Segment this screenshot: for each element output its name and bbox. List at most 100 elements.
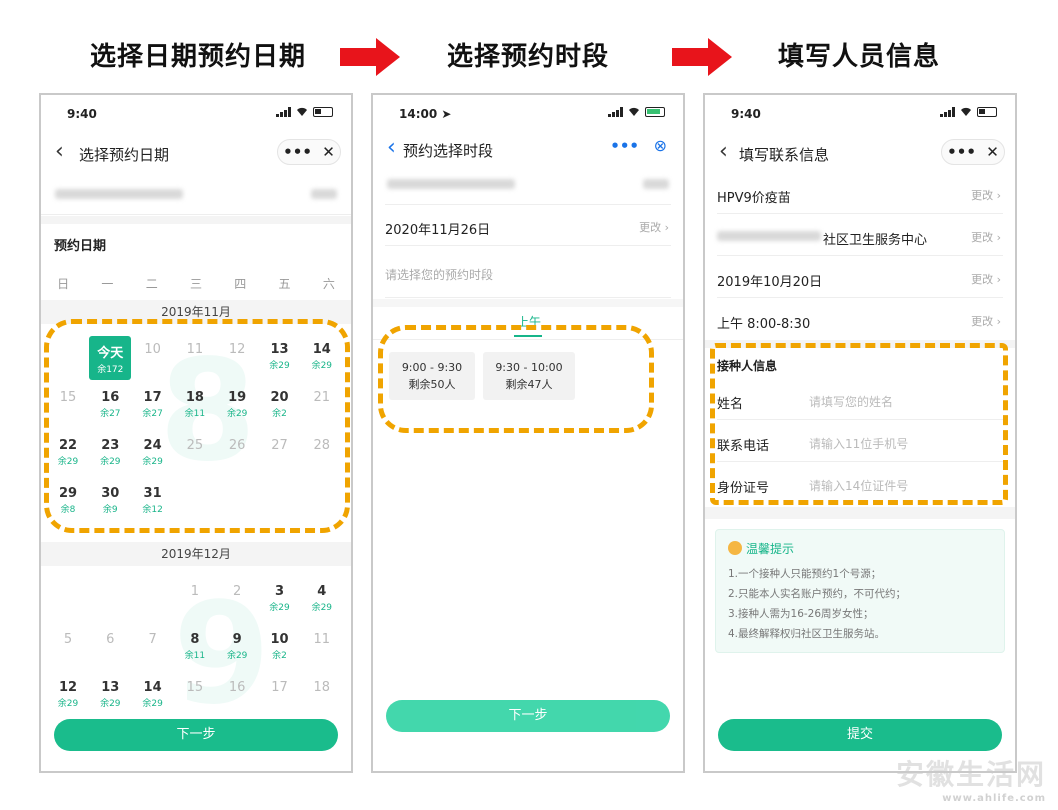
- change-link[interactable]: 更改 ›: [971, 189, 1001, 202]
- day-number: 26: [228, 438, 246, 453]
- status-bar: 9:40: [41, 103, 351, 125]
- date-row[interactable]: 2019年10月20日 更改 ›: [717, 257, 1003, 298]
- calendar-day: 21: [301, 384, 343, 428]
- remaining-count: 余29: [57, 457, 79, 467]
- change-link[interactable]: 更改 ›: [971, 231, 1001, 244]
- change-link[interactable]: 更改 ›: [971, 273, 1001, 286]
- day-number: 11: [186, 342, 204, 357]
- back-icon[interactable]: ‹: [719, 139, 728, 164]
- time-slot[interactable]: 9:30 - 10:00 剩余47人: [483, 352, 575, 400]
- date-row[interactable]: 2020年11月26日 更改 ›: [385, 205, 671, 246]
- vaccine-name: HPV9价疫苗: [717, 191, 791, 206]
- more-icon[interactable]: •••: [947, 143, 976, 161]
- day-number: 13: [270, 342, 289, 357]
- id-input[interactable]: 请输入14位证件号: [809, 479, 909, 493]
- signal-icon: [608, 107, 623, 117]
- day-number: 23: [101, 438, 120, 453]
- calendar-day-today[interactable]: 今天余172: [89, 336, 132, 380]
- miniapp-capsule: ••• ✕: [277, 139, 341, 165]
- day-number: 19: [228, 390, 247, 405]
- calendar-day: 5: [47, 626, 89, 670]
- remaining-count: 余11: [184, 651, 206, 661]
- status-time: 14:00 ➤: [399, 107, 452, 121]
- close-icon[interactable]: ✕: [986, 143, 999, 161]
- calendar-day: 7: [132, 626, 174, 670]
- day-number: 3: [274, 584, 285, 599]
- time-row[interactable]: 上午 8:00-8:30 更改 ›: [717, 299, 1003, 340]
- day-number: 15: [186, 680, 204, 695]
- back-icon[interactable]: ‹: [387, 135, 396, 160]
- name-input[interactable]: 请填写您的姓名: [809, 395, 894, 409]
- calendar-day: 27: [259, 432, 301, 476]
- weekday-label: 日: [57, 277, 70, 291]
- calendar-day: 28: [301, 432, 343, 476]
- day-number: 6: [106, 632, 115, 647]
- tab-indicator: [514, 335, 542, 337]
- next-step-button[interactable]: 下一步: [386, 700, 670, 732]
- wifi-icon: [297, 107, 307, 116]
- selected-date: 2020年11月26日: [385, 223, 491, 238]
- back-icon[interactable]: ‹: [55, 139, 64, 164]
- tips-list: 1.一个接种人只能预约1个号源； 2.只能本人实名账户预约，不可代约； 3.接种…: [728, 564, 906, 644]
- highlight-frame: [44, 319, 350, 533]
- vaccine-row[interactable]: HPV9价疫苗 更改 ›: [717, 173, 1003, 214]
- form-row-name[interactable]: 姓名 请填写您的姓名: [717, 379, 1003, 420]
- day-number: 12: [228, 342, 246, 357]
- submit-button[interactable]: 提交: [718, 719, 1002, 751]
- arrow-right-icon: [340, 38, 400, 76]
- day-number: 5: [63, 632, 73, 647]
- day-number: 25: [186, 438, 204, 453]
- more-icon[interactable]: •••: [283, 143, 312, 161]
- remaining-count: 余29: [311, 361, 333, 371]
- page-title: 选择预约日期: [79, 146, 170, 164]
- tip-item: 1.一个接种人只能预约1个号源；: [728, 568, 882, 580]
- selected-time: 上午 8:00-8:30: [717, 317, 811, 332]
- day-number: 12: [58, 680, 78, 695]
- weekday-label: 六: [322, 277, 335, 291]
- center-row[interactable]: 社区卫生服务中心 更改 ›: [717, 215, 1003, 256]
- change-link[interactable]: 更改 ›: [639, 221, 669, 234]
- phone-input[interactable]: 请输入11位手机号: [809, 437, 909, 451]
- form-row-id[interactable]: 身份证号 请输入14位证件号: [717, 463, 1003, 504]
- calendar-day: 10: [132, 336, 174, 380]
- calendar-day: 25: [174, 432, 216, 476]
- clinic-row-redacted[interactable]: [41, 175, 351, 215]
- remaining-count: 余172: [97, 365, 124, 375]
- time-slot[interactable]: 9:00 - 9:30 剩余50人: [389, 352, 475, 400]
- close-icon[interactable]: ⊗: [653, 136, 667, 155]
- form-row-phone[interactable]: 联系电话 请输入11位手机号: [717, 421, 1003, 462]
- watermark: 安徽生活网 www.ahlife.com: [896, 753, 1046, 804]
- clinic-row-redacted[interactable]: [385, 165, 671, 205]
- tip-item: 4.最终解释权归社区卫生服务站。: [728, 628, 886, 640]
- remaining-count: 余29: [226, 409, 248, 419]
- remaining-count: 余27: [100, 409, 121, 419]
- change-link[interactable]: 更改 ›: [971, 315, 1001, 328]
- signal-icon: [940, 107, 955, 117]
- more-icon[interactable]: •••: [610, 137, 639, 155]
- next-step-button[interactable]: 下一步: [54, 719, 338, 751]
- remaining-count: 余12: [142, 505, 163, 515]
- close-icon[interactable]: ✕: [322, 143, 335, 161]
- day-number: 2: [233, 584, 242, 599]
- weekday-label: 二: [145, 277, 158, 291]
